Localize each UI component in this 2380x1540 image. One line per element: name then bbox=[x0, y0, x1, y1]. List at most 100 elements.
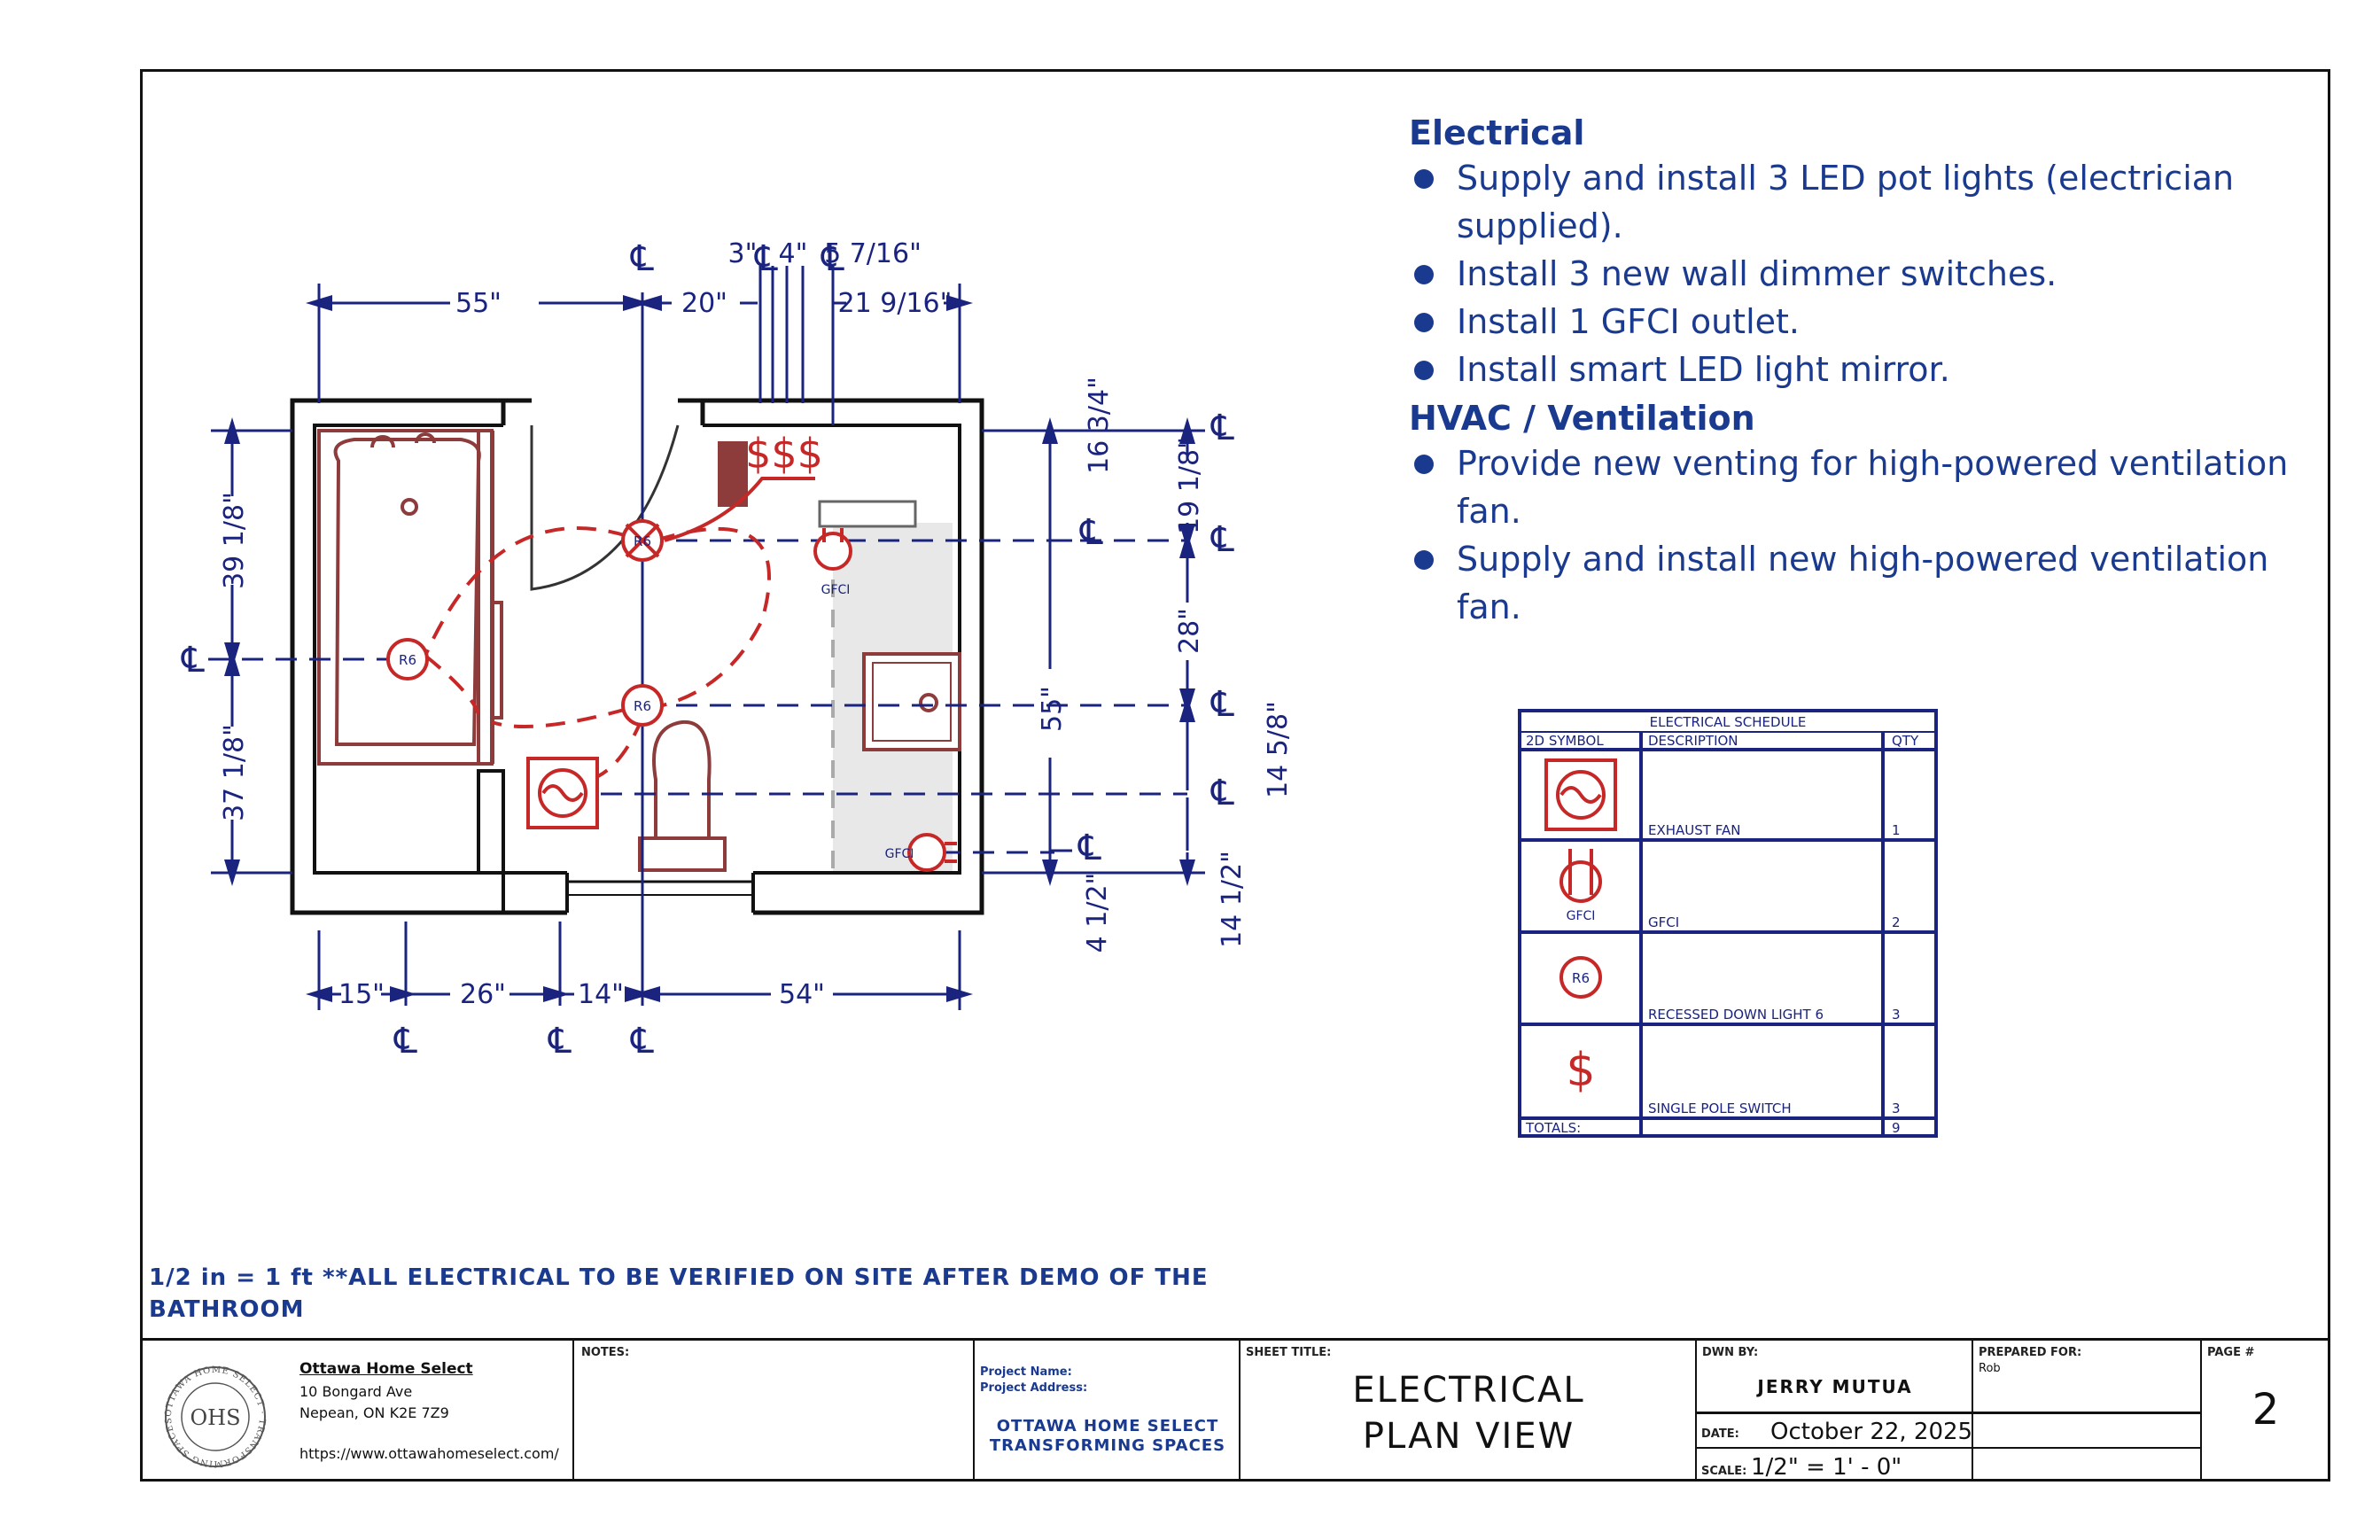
scale-value: 1/2" = 1' - 0" bbox=[1751, 1454, 1902, 1481]
prepared-for-cell: PREPARED FOR: Rob bbox=[1972, 1341, 2200, 1482]
dim-left-37: 37 1/8" bbox=[219, 724, 250, 821]
dim-right-19: 19 1/8" bbox=[1174, 437, 1205, 534]
project-address-label: Project Address: bbox=[980, 1381, 1088, 1395]
date-row-divider bbox=[1695, 1412, 2200, 1414]
gfci-outlet-2 bbox=[907, 833, 957, 872]
dim-bottom-14: 14" bbox=[578, 979, 624, 1010]
scale-row-divider bbox=[1695, 1447, 2200, 1449]
schedule-totals-label: TOTALS: bbox=[1525, 1120, 1581, 1136]
company-website[interactable]: https://www.ottawahomeselect.com/ bbox=[299, 1445, 559, 1462]
electrical-heading: Electrical bbox=[1409, 113, 1585, 152]
dim-top-20: 20" bbox=[681, 288, 727, 319]
svg-text:OHS: OHS bbox=[190, 1405, 240, 1430]
prepared-for-value: Rob bbox=[1979, 1362, 2001, 1375]
date-value: October 22, 2025 bbox=[1770, 1419, 1973, 1445]
schedule-gfci-label: GFCI bbox=[1567, 909, 1596, 923]
schedule-row-2-qty: 2 bbox=[1892, 914, 1901, 930]
schedule-row-2-desc: GFCI bbox=[1648, 914, 1679, 930]
bullet-icon bbox=[1414, 169, 1434, 189]
centerline-mark-top-3: ℄ bbox=[821, 238, 844, 279]
bullet-icon bbox=[1414, 361, 1434, 380]
project-name-label: Project Name: bbox=[980, 1365, 1072, 1379]
bullet-icon bbox=[1414, 455, 1434, 474]
bullet-icon bbox=[1414, 550, 1434, 570]
schedule-header-description: DESCRIPTION bbox=[1648, 733, 1738, 749]
bullet-icon bbox=[1414, 313, 1434, 332]
centerline-mark-right-4: ℄ bbox=[1210, 684, 1234, 725]
gfci-label-2: GFCI bbox=[885, 847, 914, 861]
electrical-item: Install 3 new wall dimmer switches. bbox=[1409, 250, 2295, 298]
dim-bottom-15: 15" bbox=[338, 979, 385, 1010]
door-swing bbox=[530, 424, 680, 591]
centerline-mark-left: ℄ bbox=[181, 640, 205, 681]
wiring-solid bbox=[664, 477, 815, 542]
recessed-light-1 bbox=[621, 519, 664, 562]
notes-label: NOTES: bbox=[581, 1346, 630, 1359]
dimension-lines bbox=[211, 284, 1205, 1010]
company-cell: OTTAWA HOME SELECT · TRANSFORMING SPACES… bbox=[140, 1341, 572, 1482]
dim-right-4: 4 1/2" bbox=[1082, 873, 1113, 953]
project-cell: Project Name: Project Address: OTTAWA HO… bbox=[973, 1341, 1239, 1482]
scale-note: 1/2 in = 1 ft **ALL ELECTRICAL TO BE VER… bbox=[149, 1264, 1209, 1323]
schedule-header-symbol: 2D SYMBOL bbox=[1526, 733, 1604, 749]
recessed-light-2 bbox=[386, 638, 429, 681]
mirror-shelf bbox=[818, 500, 917, 528]
centerline-mark-right-5: ℄ bbox=[1210, 773, 1234, 813]
schedule-row-4-desc: SINGLE POLE SWITCH bbox=[1648, 1101, 1792, 1116]
schedule-row-1-qty: 1 bbox=[1892, 822, 1901, 838]
centerline-mark-top-1: ℄ bbox=[630, 238, 654, 279]
dim-right-16: 16 3/4" bbox=[1084, 377, 1115, 474]
dim-right-14-1: 14 1/2" bbox=[1217, 851, 1248, 948]
centerline-mark-bottom-3: ℄ bbox=[630, 1021, 654, 1062]
hvac-item: Provide new venting for high-powered ven… bbox=[1409, 439, 2295, 535]
dim-right-55: 55" bbox=[1037, 686, 1068, 732]
schedule-row-3-qty: 3 bbox=[1892, 1007, 1901, 1023]
page-label: PAGE # bbox=[2207, 1346, 2255, 1359]
schedule-row-4-qty: 3 bbox=[1892, 1101, 1901, 1116]
electrical-schedule bbox=[1518, 709, 1938, 1138]
centerline-mark-right-3: ℄ bbox=[1210, 519, 1234, 560]
dim-right-14-5: 14 5/8" bbox=[1263, 701, 1294, 798]
electrical-list: Supply and install 3 LED pot lights (ele… bbox=[1409, 154, 2295, 393]
hvac-list: Provide new venting for high-powered ven… bbox=[1409, 439, 2295, 631]
gfci-outlet-1 bbox=[813, 528, 852, 571]
schedule-symbol-recessed-light bbox=[1559, 956, 1602, 999]
toilet bbox=[638, 719, 727, 872]
dim-left-39: 39 1/8" bbox=[219, 492, 250, 589]
sink bbox=[862, 652, 961, 751]
schedule-totals-qty: 9 bbox=[1892, 1120, 1901, 1136]
dim-top-4: 4" bbox=[779, 238, 808, 269]
recessed-light-label-1: R6 bbox=[634, 533, 651, 549]
hvac-heading: HVAC / Ventilation bbox=[1409, 399, 1755, 438]
sheet-title-cell: SHEET TITLE: ELECTRICAL PLAN VIEW bbox=[1239, 1341, 1695, 1482]
walls bbox=[290, 395, 984, 917]
schedule-row-1-desc: EXHAUST FAN bbox=[1648, 822, 1740, 838]
schedule-symbol-gfci bbox=[1559, 849, 1602, 903]
switch-symbols: $$$ bbox=[745, 430, 823, 478]
date-label: DATE: bbox=[1701, 1427, 1739, 1441]
centerline-mark-bottom-1: ℄ bbox=[393, 1021, 417, 1062]
project-line-2: TRANSFORMING SPACES bbox=[989, 1436, 1226, 1455]
centerline-mark-top-2: ℄ bbox=[754, 238, 778, 279]
scope-notes: Electrical Supply and install 3 LED pot … bbox=[1409, 113, 2295, 636]
centerline-mark-right-1: ℄ bbox=[1210, 408, 1234, 448]
drawing-sheet-border bbox=[140, 69, 2330, 1482]
schedule-symbol-exhaust-fan bbox=[1544, 758, 1617, 831]
gfci-label-1: GFCI bbox=[821, 583, 851, 597]
company-name: Ottawa Home Select bbox=[299, 1360, 473, 1378]
schedule-row-3-desc: RECESSED DOWN LIGHT 6 bbox=[1648, 1007, 1824, 1023]
dim-right-28: 28" bbox=[1174, 608, 1205, 654]
bathtub bbox=[317, 429, 503, 766]
page-number: 2 bbox=[2252, 1385, 2280, 1435]
recessed-light-3 bbox=[621, 684, 664, 727]
electrical-item: Install smart LED light mirror. bbox=[1409, 346, 2295, 393]
centerline-mark-right-6: ℄ bbox=[1077, 828, 1101, 868]
sheet-title-line-2: PLAN VIEW bbox=[1362, 1416, 1575, 1457]
sheet-title-line-1: ELECTRICAL bbox=[1352, 1370, 1585, 1411]
centerline-mark-right-2: ℄ bbox=[1079, 512, 1103, 553]
vanity bbox=[718, 441, 748, 507]
recessed-light-label-2: R6 bbox=[399, 652, 416, 668]
title-block: OTTAWA HOME SELECT · TRANSFORMING SPACES… bbox=[140, 1338, 2330, 1482]
bullet-icon bbox=[1414, 265, 1434, 284]
